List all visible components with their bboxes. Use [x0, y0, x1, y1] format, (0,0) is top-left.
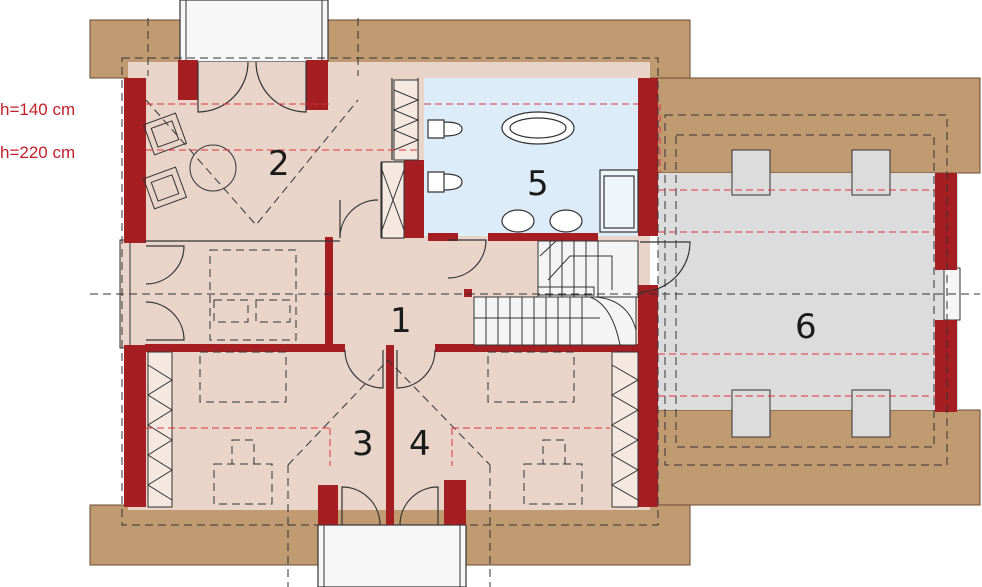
legend-height-low: h=140 cm [0, 100, 75, 119]
dormer-top [179, 0, 329, 63]
bed-icon-2 [199, 351, 287, 403]
armchair-icon-2 [142, 166, 188, 210]
room-label-2: 2 [268, 144, 290, 184]
toilet-icon-2 [427, 171, 463, 193]
sink-icon-2 [549, 209, 583, 233]
table-icon [189, 144, 237, 192]
room-label-4: 4 [409, 424, 431, 464]
sink-icon [501, 209, 535, 233]
room-label-5: 5 [527, 164, 549, 204]
staircase [473, 240, 639, 346]
height-lines [146, 103, 935, 466]
room-label-1: 1 [390, 301, 412, 341]
height-legend: h=140 cm h=220 cm [0, 100, 75, 162]
room-label-6: 6 [795, 307, 817, 347]
dashed-outlines [90, 18, 980, 587]
doors [145, 61, 691, 526]
bathroom-fixtures [427, 111, 639, 233]
armchair-icon [142, 112, 188, 156]
dormer-bottom [317, 524, 467, 587]
toilet-icon [427, 119, 463, 139]
bed-icon [209, 249, 297, 341]
bed-icon-3 [487, 351, 575, 403]
room-label-3: 3 [352, 424, 374, 464]
legend-height-high: h=220 cm [0, 143, 75, 162]
garage-attic-area [658, 149, 961, 438]
shower-icon [599, 169, 639, 233]
bathtub-icon [501, 111, 575, 145]
walls [124, 60, 957, 525]
room-labels: 2 5 1 6 3 4 [268, 144, 817, 464]
furniture [142, 112, 583, 505]
wardrobes [147, 79, 640, 508]
